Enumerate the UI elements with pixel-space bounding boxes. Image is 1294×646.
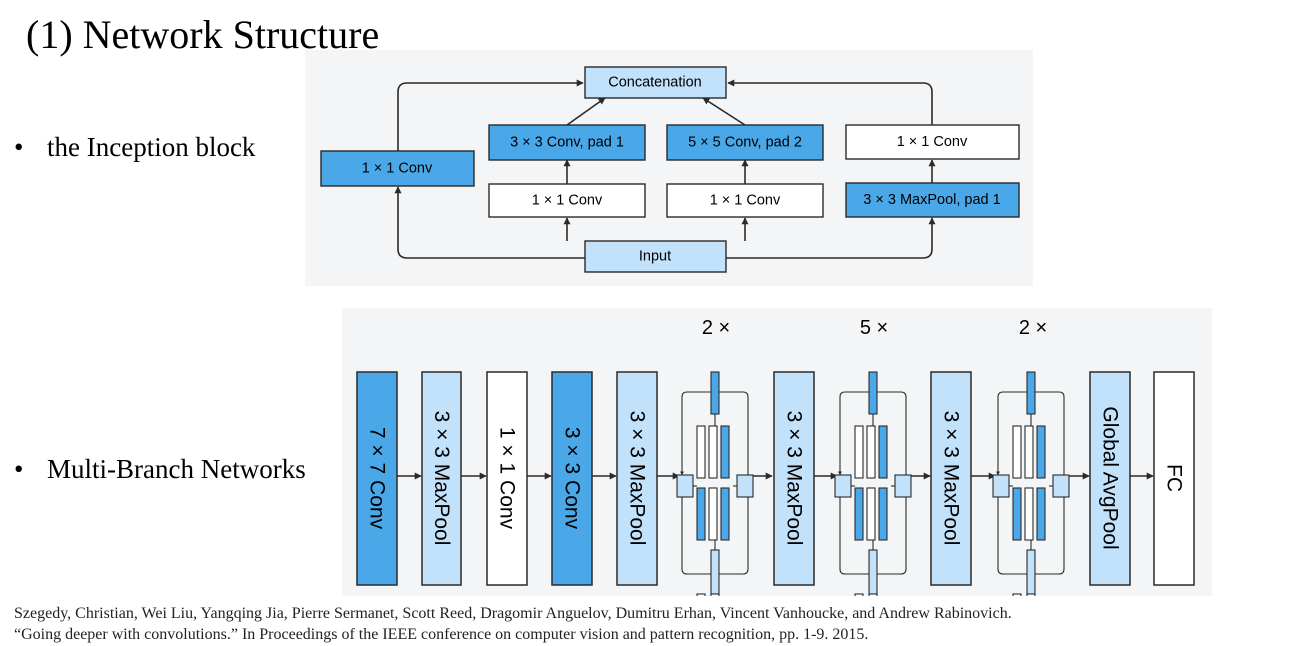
stage-conv7x7-box (356, 371, 398, 586)
layer-label-maxpool1: 3 × 3 MaxPool (430, 411, 453, 546)
bullet-text-inception: the Inception block (47, 132, 256, 162)
stage-maxpool2-box (616, 371, 658, 586)
branch2-conv1x1-box (488, 183, 646, 218)
stage-maxpool3-box (773, 371, 815, 586)
branch4-maxpool-label: 3 × 3 MaxPool, pad 1 (863, 192, 1000, 208)
bullet-inception-block: • the Inception block (14, 131, 255, 163)
branch1-conv-box (320, 150, 475, 187)
input-box (584, 240, 727, 273)
concatenation-label: Concatenation (608, 75, 702, 91)
branch2-conv3x3-box (488, 124, 646, 161)
branch4-maxpool-box (845, 182, 1020, 218)
slide-title: (1) Network Structure (26, 12, 380, 57)
repeat-label-1: 2 × (702, 317, 730, 339)
bullet-dot: • (14, 454, 24, 484)
input-label: Input (639, 249, 671, 265)
layer-label-global-avgpool: Global AvgPool (1099, 406, 1122, 549)
branch3-conv1x1-box (666, 183, 824, 218)
repeat-label-3: 2 × (1019, 317, 1047, 339)
stage-conv3x3-box (551, 371, 593, 586)
stage-global-avgpool-box (1089, 371, 1131, 586)
stage-maxpool1-box (421, 371, 462, 586)
layer-label-maxpool2: 3 × 3 MaxPool (626, 411, 649, 546)
branch3-conv1x1-label: 1 × 1 Conv (710, 193, 781, 209)
reference-line-2: “Going deeper with convolutions.” In Pro… (14, 626, 869, 643)
layer-label-maxpool4: 3 × 3 MaxPool (940, 411, 963, 546)
repeat-label-2: 5 × (860, 317, 888, 339)
bullet-multi-branch: • Multi-Branch Networks (14, 453, 306, 485)
reference-line-1: Szegedy, Christian, Wei Liu, Yangqing Ji… (14, 605, 1012, 622)
layer-label-conv3x3: 3 × 3 Conv (561, 427, 584, 530)
branch1-conv-label: 1 × 1 Conv (362, 161, 433, 177)
inception-block-diagram: Concatenation 1 × 1 Conv 3 × 3 Conv, pad… (305, 50, 1033, 286)
bullet-text-multi-branch: Multi-Branch Networks (47, 454, 306, 484)
layer-label-maxpool3: 3 × 3 MaxPool (783, 411, 806, 546)
bullet-dot: • (14, 132, 24, 162)
concatenation-box (584, 66, 727, 99)
layer-label-conv7x7: 7 × 7 Conv (366, 427, 389, 530)
layer-label-conv1x1: 1 × 1 Conv (496, 427, 519, 530)
branch3-conv5x5-box (666, 124, 824, 161)
layer-label-fc: FC (1163, 464, 1186, 492)
branch4-conv1x1-label: 1 × 1 Conv (897, 134, 968, 150)
branch2-conv3x3-label: 3 × 3 Conv, pad 1 (510, 135, 624, 151)
branch2-conv1x1-label: 1 × 1 Conv (532, 193, 603, 209)
stage-fc-box (1153, 371, 1195, 586)
stage-conv1x1-box (486, 371, 528, 586)
branch3-conv5x5-label: 5 × 5 Conv, pad 2 (688, 135, 802, 151)
branch4-conv1x1-box (845, 124, 1020, 160)
stage-maxpool4-box (930, 371, 972, 586)
reference-citation: Szegedy, Christian, Wei Liu, Yangqing Ji… (14, 603, 1284, 645)
multi-branch-network-diagram: 2 × 5 × 2 × 7 × 7 Conv 3 × 3 MaxPool 1 ×… (342, 308, 1212, 596)
